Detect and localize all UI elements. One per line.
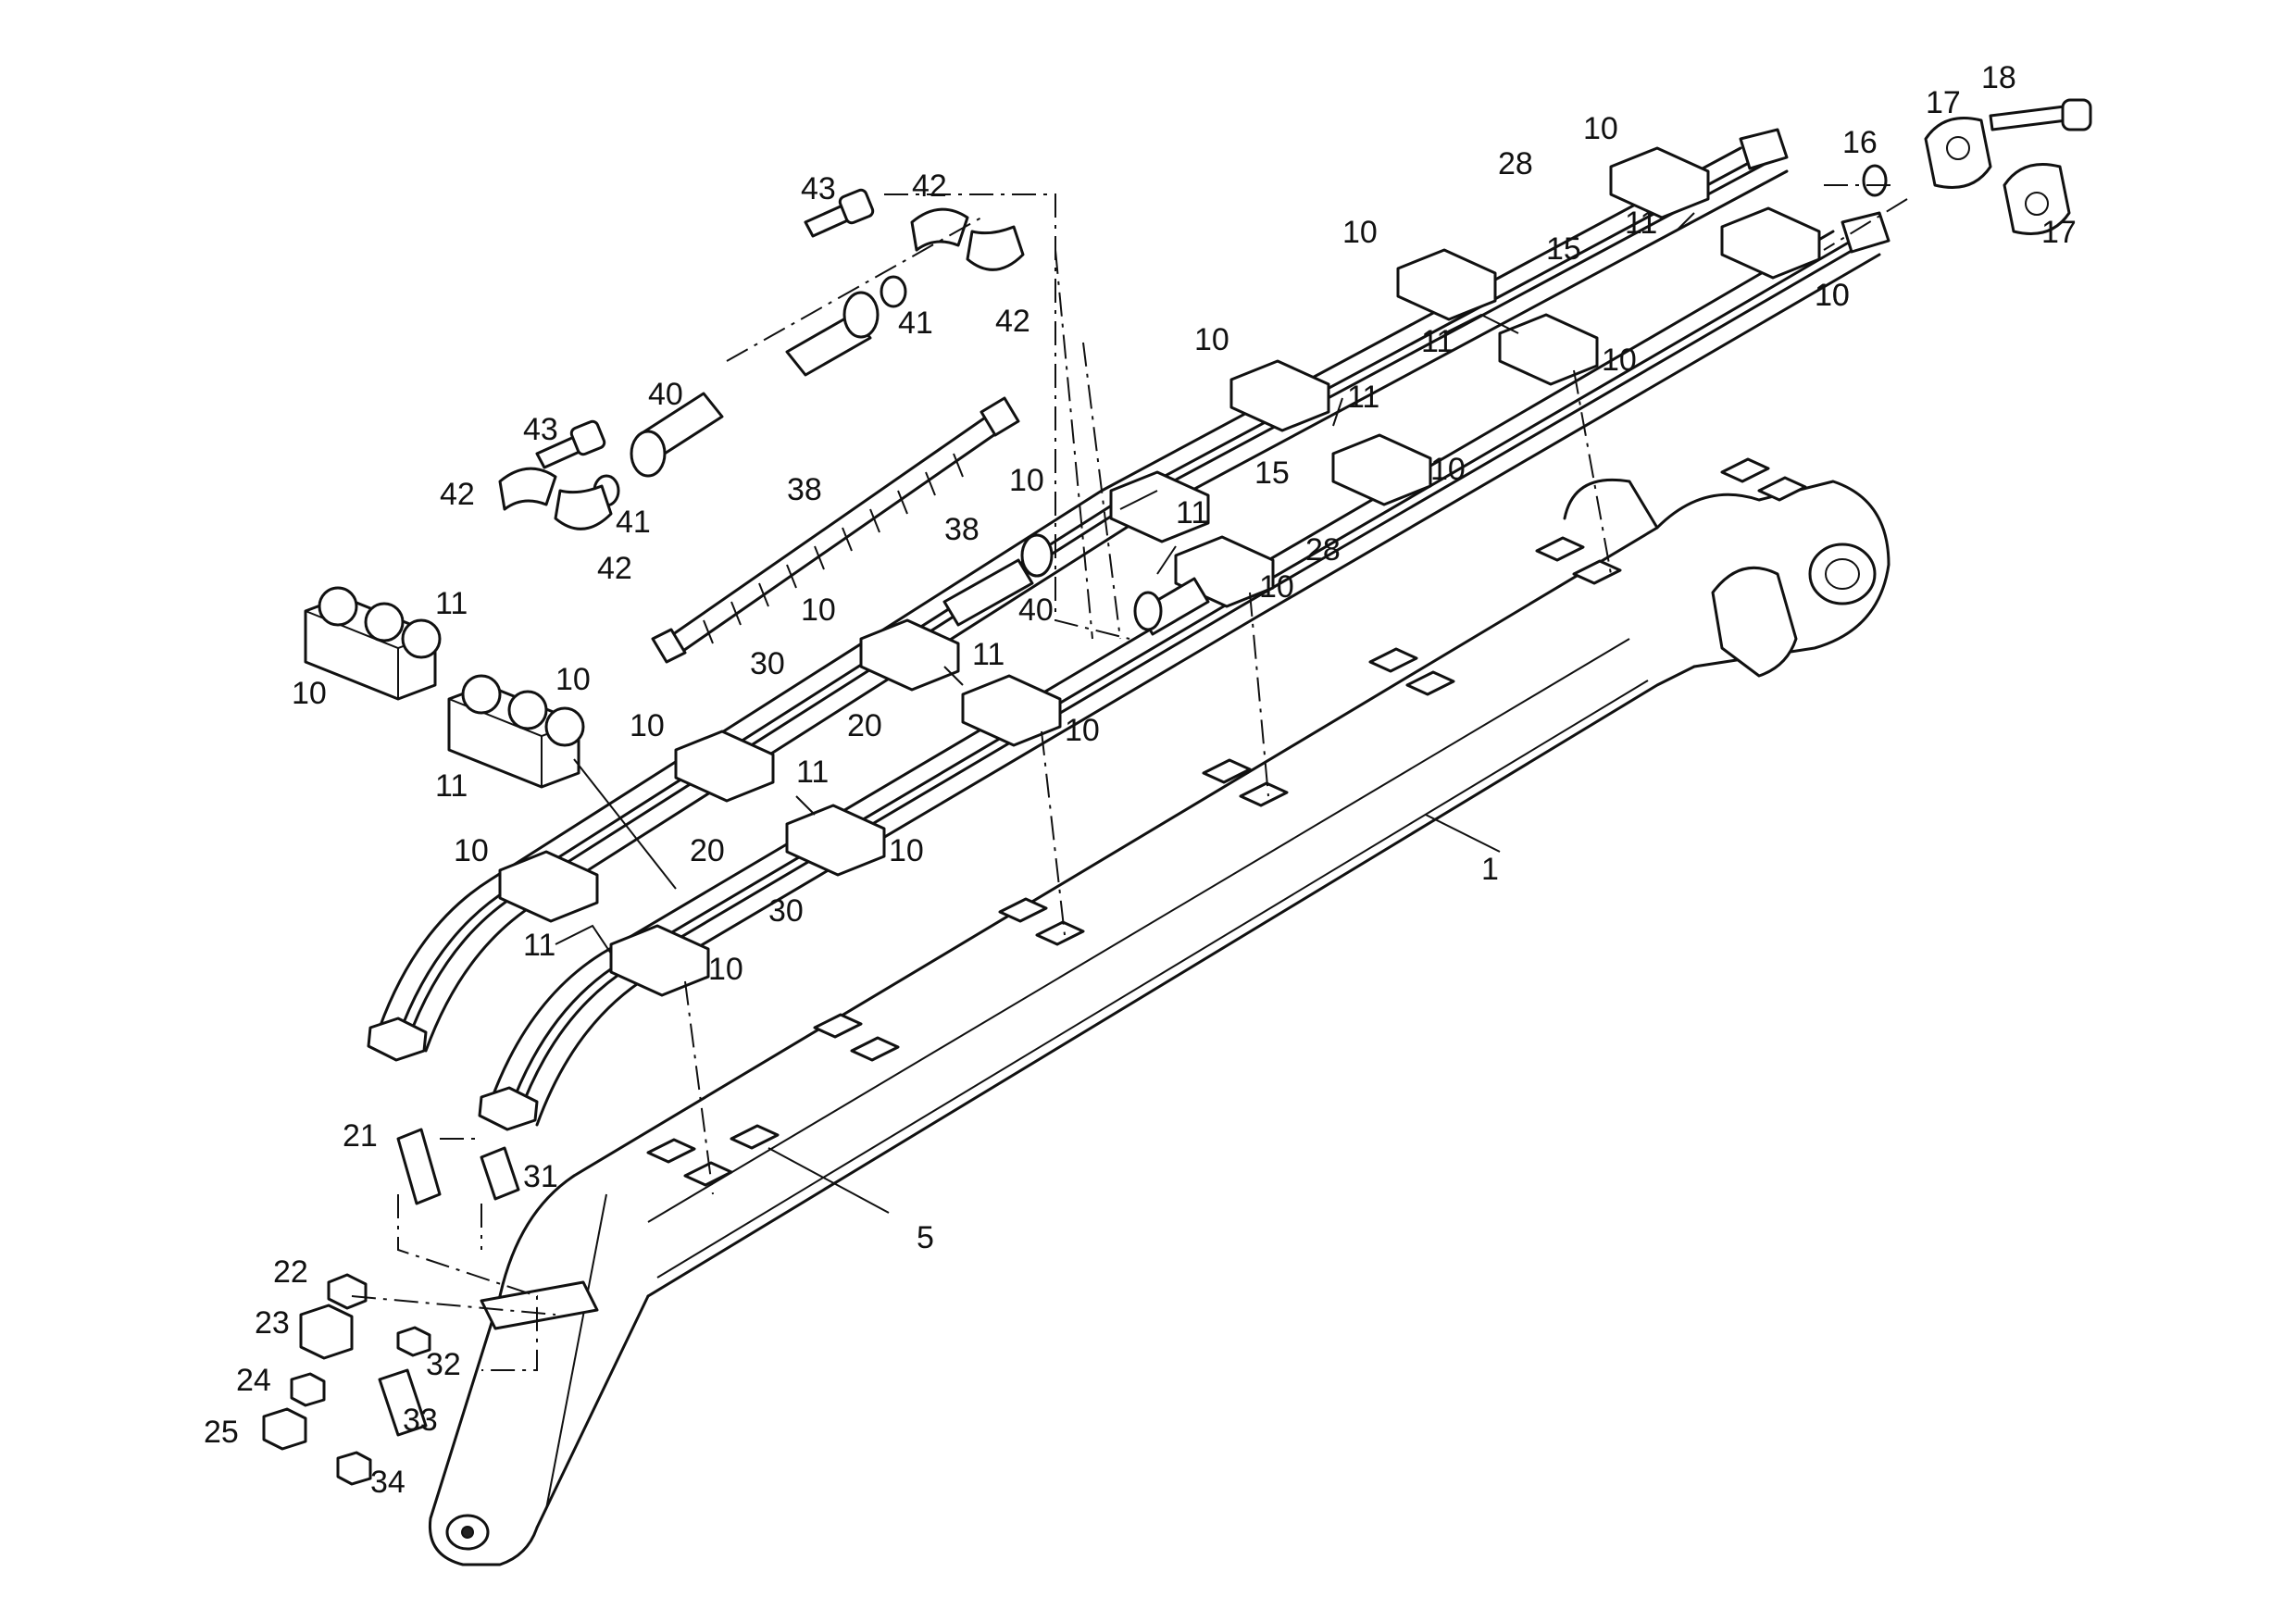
callout-38: 38 [944, 512, 980, 547]
callout-41: 41 [616, 505, 651, 540]
callout-10: 10 [1815, 278, 1850, 313]
clamp-detail [304, 586, 585, 789]
callout-30: 30 [750, 646, 785, 681]
callout-10: 10 [454, 833, 489, 868]
callout-40: 40 [1018, 593, 1054, 628]
callout-10: 10 [708, 952, 743, 987]
boom-arm [428, 457, 1890, 1566]
callout-11: 11 [972, 637, 1004, 672]
leader-lines [555, 212, 1695, 1214]
callout-10: 10 [1342, 215, 1378, 250]
callout-5: 5 [917, 1220, 934, 1255]
callout-30: 30 [768, 893, 804, 929]
mounting-pads [646, 457, 1807, 1187]
alignment-lines [351, 184, 1908, 1371]
callout-28: 28 [1498, 146, 1533, 181]
callout-11: 11 [1421, 324, 1454, 359]
callout-10: 10 [1259, 569, 1294, 605]
callout-32: 32 [426, 1347, 461, 1382]
callout-38: 38 [787, 472, 822, 507]
callout-11: 11 [1347, 380, 1379, 415]
callout-17: 17 [1926, 85, 1961, 120]
callout-10: 10 [1602, 343, 1637, 378]
callout-43: 43 [801, 171, 836, 206]
callout-15: 15 [1254, 455, 1290, 491]
callout-42: 42 [597, 551, 632, 586]
callout-17: 17 [2041, 215, 2077, 250]
callout-42: 42 [440, 477, 475, 512]
callout-10: 10 [1430, 452, 1466, 487]
pipe-clamps [304, 146, 1821, 997]
callout-10: 10 [1815, 278, 1850, 313]
callout-10: 10 [1583, 111, 1618, 146]
callout-labels: 1 5 10 10 10 10 10 10 10 10 10 10 10 10 … [204, 60, 2077, 1500]
callout-22: 22 [273, 1254, 308, 1290]
callout-10: 10 [292, 676, 327, 711]
callout-11: 11 [523, 928, 555, 963]
callout-20: 20 [690, 833, 725, 868]
callout-11: 11 [435, 768, 468, 804]
callout-42: 42 [995, 304, 1030, 339]
callout-34: 34 [370, 1465, 406, 1500]
callout-10: 10 [555, 662, 591, 697]
callout-28: 28 [1305, 532, 1341, 568]
callout-10: 10 [1065, 713, 1100, 748]
callout-20: 20 [847, 708, 882, 743]
callout-23: 23 [255, 1305, 290, 1341]
callout-10: 10 [1009, 463, 1044, 498]
callout-18: 18 [1981, 60, 2016, 95]
callout-42: 42 [912, 168, 947, 204]
callout-11: 11 [1176, 495, 1208, 530]
pipe-lines [367, 128, 1890, 1131]
callout-10: 10 [1194, 322, 1229, 357]
callout-15: 15 [1546, 231, 1581, 267]
callout-43: 43 [523, 412, 558, 447]
callout-11: 11 [1625, 206, 1657, 241]
callout-10: 10 [889, 833, 924, 868]
callout-16: 16 [1842, 125, 1878, 160]
callout-24: 24 [236, 1363, 271, 1398]
callout-31: 31 [523, 1159, 558, 1194]
end-fittings [1862, 98, 2092, 235]
base-fittings [262, 1128, 599, 1486]
callout-11: 11 [796, 755, 829, 790]
callout-33: 33 [403, 1403, 438, 1438]
callout-41: 41 [898, 306, 933, 341]
callout-25: 25 [204, 1415, 239, 1450]
callout-21: 21 [343, 1118, 378, 1154]
callout-10: 10 [630, 708, 665, 743]
callout-11: 11 [435, 586, 468, 621]
callout-40: 40 [648, 377, 683, 412]
callout-10: 10 [801, 593, 836, 628]
callout-1: 1 [1481, 852, 1499, 887]
swivel-assemblies [498, 188, 1210, 664]
